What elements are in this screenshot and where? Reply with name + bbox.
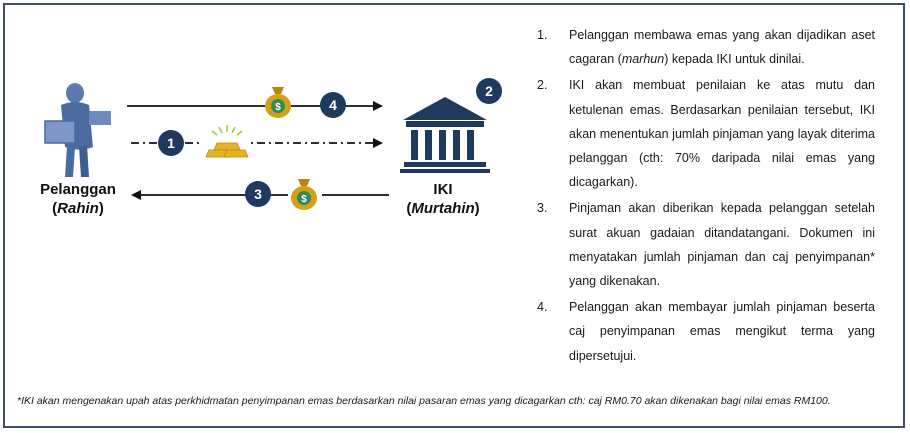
step-number: 2. [537, 73, 547, 97]
list-item: 1.Pelanggan membawa emas yang akan dijad… [533, 23, 875, 71]
step-badge-1: 1 [158, 130, 184, 156]
step-number: 3. [537, 196, 547, 220]
svg-text:4: 4 [329, 97, 337, 113]
customer-name: Pelanggan [23, 180, 133, 199]
person-icon [45, 83, 111, 177]
list-item: 2.IKI akan membuat penilaian ke atas mut… [533, 73, 875, 194]
step-badge-4: 4 [320, 92, 346, 118]
diagram-frame: $ $ 1 [3, 3, 905, 428]
institution-name: IKI [393, 180, 493, 199]
svg-text:$: $ [275, 102, 281, 113]
institution-role: (Murtahin) [393, 199, 493, 218]
money-bag-icon: $ [288, 179, 322, 210]
customer-role: (Rahin) [23, 199, 133, 218]
bank-icon [400, 97, 490, 173]
list-item: 4.Pelanggan akan membayar jumlah pinjama… [533, 295, 875, 368]
institution-label: IKI (Murtahin) [393, 180, 493, 218]
gold-bars-icon [203, 125, 251, 159]
list-item: 3.Pinjaman akan diberikan kepada pelangg… [533, 196, 875, 293]
step-badge-3: 3 [245, 181, 271, 207]
svg-text:3: 3 [254, 186, 262, 202]
money-bag-icon: $ [252, 85, 294, 118]
svg-text:1: 1 [167, 135, 175, 151]
step-badge-2: 2 [476, 78, 502, 104]
step-list: 1.Pelanggan membawa emas yang akan dijad… [533, 23, 875, 370]
customer-label: Pelanggan (Rahin) [23, 180, 133, 218]
step-number: 1. [537, 23, 547, 47]
step-number: 4. [537, 295, 547, 319]
footnote: *IKI akan mengenakan upah atas perkhidma… [17, 395, 857, 408]
svg-text:$: $ [301, 194, 307, 205]
svg-text:2: 2 [485, 83, 493, 99]
